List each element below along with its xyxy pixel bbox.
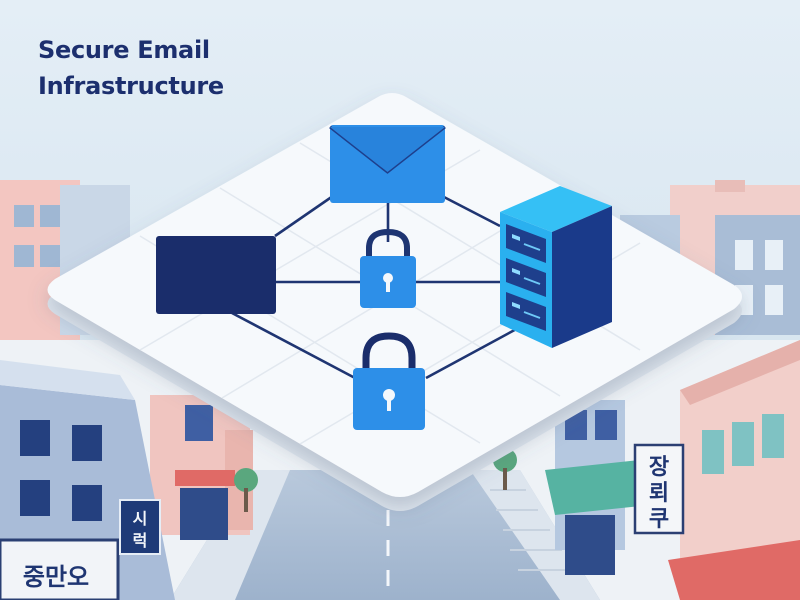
storefront-sign-left: [0, 540, 118, 600]
title-line-1: Secure Email: [38, 36, 210, 64]
left-buildings: [0, 360, 258, 600]
monitor-icon: [156, 236, 276, 314]
left-vertical-sign-char-1: 시: [133, 509, 148, 528]
vertical-sign-right: [635, 445, 683, 533]
left-storefront-sign-text: 중만오: [23, 563, 89, 591]
envelope-icon: [329, 125, 446, 203]
right-buildings: [493, 340, 800, 600]
awning-left: [175, 470, 235, 486]
server-rack-icon: [500, 186, 612, 348]
padlock-icon: [353, 332, 425, 430]
awning-teal: [545, 460, 650, 515]
vertical-sign-left: [120, 500, 160, 554]
title-line-2: Infrastructure: [38, 72, 224, 100]
page-title: Secure Email Infrastructure: [38, 32, 224, 104]
right-vertical-sign-char-3: 쿠: [649, 507, 669, 532]
right-vertical-sign-char-1: 장: [649, 455, 669, 480]
tree-left: [234, 468, 258, 492]
signage-text: 시 럭 중만오 장 뢰 쿠: [23, 455, 669, 591]
left-vertical-sign-char-2: 럭: [133, 531, 148, 550]
right-vertical-sign-char-2: 뢰: [649, 481, 669, 506]
awning-right: [668, 540, 800, 600]
lock-icon: [360, 228, 416, 308]
